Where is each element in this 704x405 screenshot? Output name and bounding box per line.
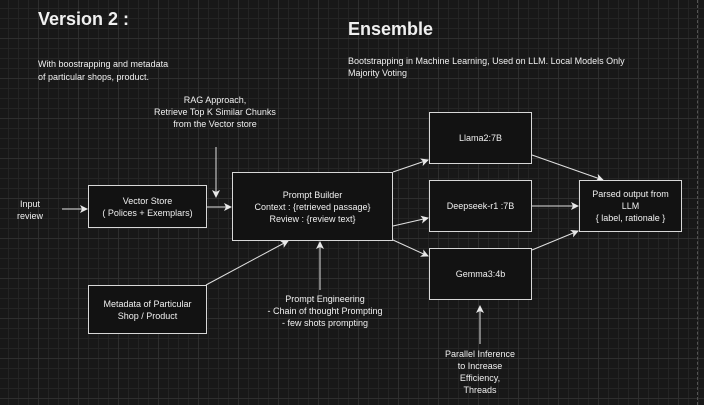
rag-line: Retrieve Top K Similar Chunks xyxy=(154,107,276,117)
pe-line: - Chain of thought Prompting xyxy=(267,306,383,316)
pe-line: - few shots prompting xyxy=(281,318,369,328)
node-label: Shop / Product xyxy=(117,310,178,321)
arrow-metadata-to-prompt xyxy=(205,240,289,286)
arrow-prompt-to-deepseek xyxy=(392,215,429,227)
node-label: { label, rationale } xyxy=(595,213,666,223)
parallel-line: Efficiency, xyxy=(459,373,501,383)
node-label: LLM xyxy=(621,201,640,211)
parallel-line: to Increase xyxy=(457,361,503,371)
subtitle-line-2: of particular shops, product. xyxy=(38,72,150,82)
metadata-node[interactable]: Metadata of Particular Shop / Product xyxy=(88,285,207,334)
arrow-gemma-to-parsed xyxy=(531,229,579,251)
vector-store-node[interactable]: Vector Store ( Polices + Exemplars) xyxy=(88,185,207,228)
node-label: Llama2:7B xyxy=(458,133,503,143)
prompt-engineering-note: Prompt Engineering - Chain of thought Pr… xyxy=(267,293,382,329)
ensemble-title: Ensemble xyxy=(348,19,434,39)
rag-line: from the Vector store xyxy=(173,119,257,129)
node-label: Gemma3:4b xyxy=(455,269,506,279)
node-label: Parsed output from xyxy=(592,189,669,199)
ensemble-subtitle-1: Bootstrapping in Machine Learning, Used … xyxy=(348,56,625,66)
parallel-line: Parallel Inference xyxy=(444,349,516,359)
ensemble-subtitle-2: Majority Voting xyxy=(348,68,408,78)
node-label: ( Polices + Exemplars) xyxy=(102,207,193,218)
pe-line: Prompt Engineering xyxy=(285,294,365,304)
parallel-line: Threads xyxy=(463,385,497,395)
rag-line: RAG Approach, xyxy=(183,95,247,105)
page-boundary xyxy=(697,0,698,405)
page-title: Version 2 : xyxy=(38,9,130,29)
arrow-llama-to-parsed xyxy=(531,154,604,182)
input-review-label: Input review xyxy=(17,198,43,222)
node-label: Context : {retrieved passage} xyxy=(254,201,371,212)
arrow-prompt-to-gemma xyxy=(392,239,429,257)
arrow-prompt-to-llama xyxy=(392,158,429,173)
node-label: Deepseek-r1 :7B xyxy=(446,201,515,211)
rag-note: RAG Approach, Retrieve Top K Similar Chu… xyxy=(154,94,276,130)
parsed-output-node[interactable]: Parsed output from LLM { label, rational… xyxy=(579,180,682,232)
parallel-inference-note: Parallel Inference to Increase Efficienc… xyxy=(445,348,515,396)
input-line: review xyxy=(16,211,44,221)
prompt-builder-node[interactable]: Prompt Builder Context : {retrieved pass… xyxy=(232,172,393,241)
node-label: Review : {review text} xyxy=(269,213,356,224)
node-label: Prompt Builder xyxy=(282,189,343,200)
input-line: Input xyxy=(19,199,41,209)
node-label: Vector Store xyxy=(122,195,173,206)
gemma-node[interactable]: Gemma3:4b xyxy=(429,248,532,300)
node-label: Metadata of Particular xyxy=(103,298,192,309)
deepseek-node[interactable]: Deepseek-r1 :7B xyxy=(429,180,532,232)
subtitle-line-1: With boostrapping and metadata xyxy=(38,59,169,69)
llama-node[interactable]: Llama2:7B xyxy=(429,112,532,164)
